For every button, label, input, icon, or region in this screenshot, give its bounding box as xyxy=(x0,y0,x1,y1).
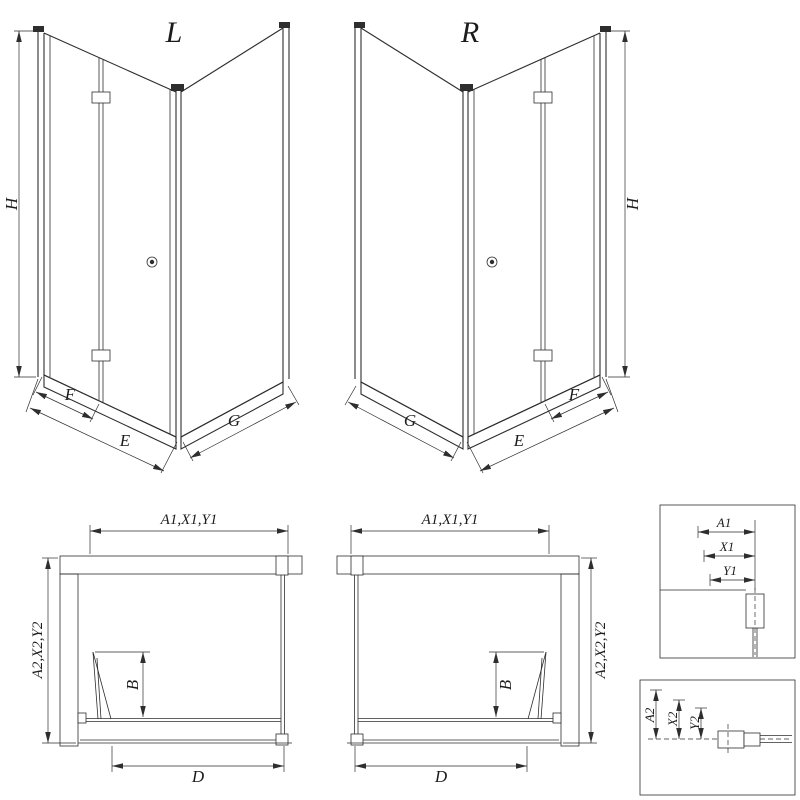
wall-top-hatch xyxy=(59,555,303,575)
shower-tray-side-right xyxy=(360,381,464,450)
variant-label-right: R xyxy=(460,16,479,49)
dim-line-side-left xyxy=(189,401,297,459)
dimensions-iso-left xyxy=(14,30,300,474)
folded-door-leaf xyxy=(540,651,547,720)
wall-side-hatch xyxy=(560,573,580,747)
dim-label-depth-chain-right: A2,X2,Y2 xyxy=(593,621,609,679)
detail-box-frame xyxy=(639,679,796,796)
profile-cap-icon xyxy=(33,26,44,32)
folding-door-left xyxy=(49,36,171,434)
shower-tray-side-left xyxy=(180,381,284,450)
folded-door-leaf xyxy=(96,657,102,720)
detail-width-dims xyxy=(697,520,756,590)
door-knob-center-icon xyxy=(149,259,155,265)
folded-door-leaf xyxy=(92,651,112,720)
profile-cap-icon xyxy=(354,22,365,28)
dim-label-a2: A2 xyxy=(642,707,657,723)
detail-depth-dims xyxy=(648,689,790,740)
enclosure-frame-right xyxy=(354,22,611,450)
iso-view-left: L H F E G xyxy=(2,16,300,474)
dim-line-front-total-right xyxy=(479,407,615,472)
dim-label-side-right: G xyxy=(404,411,416,430)
dim-label-width-chain-left: A1,X1,Y1 xyxy=(160,512,218,528)
folding-door-right xyxy=(473,36,595,434)
door-pivot-plan-icon xyxy=(552,712,562,724)
dim-label-front-total-left: E xyxy=(119,431,131,450)
dimensions-plan-left xyxy=(42,525,289,772)
plan-view-right: A1,X1,Y1 A2,X2,Y2 B D xyxy=(336,512,609,786)
corner-connector-plan-icon xyxy=(350,733,364,746)
variant-label-left: L xyxy=(165,16,183,49)
folded-door-leaf xyxy=(537,657,543,720)
plan-enclosure-right xyxy=(347,555,562,746)
hinge-top-icon xyxy=(91,91,111,104)
dim-label-fold-depth-left: B xyxy=(123,679,142,690)
folded-door-leaf xyxy=(527,651,547,720)
door-knob-icon xyxy=(486,256,498,268)
dim-label-entry-width-right: D xyxy=(434,767,448,786)
dim-label-width-chain-right: A1,X1,Y1 xyxy=(421,512,479,528)
folded-door-leaf xyxy=(92,651,99,720)
dim-label-front-fixed-left: F xyxy=(64,385,76,404)
wall-profile-section-horizontal xyxy=(717,724,792,755)
dim-label-fold-depth-right: B xyxy=(496,679,515,690)
hinge-bottom-icon xyxy=(533,349,553,362)
dim-label-x2: X2 xyxy=(665,711,680,727)
dim-label-a1: A1 xyxy=(716,515,731,530)
iso-view-right: R H F E G xyxy=(344,16,642,474)
wall-top-hatch xyxy=(336,555,580,575)
dim-label-side-left: G xyxy=(228,411,240,430)
dim-label-x1: X1 xyxy=(719,539,734,554)
dimensions-plan-right xyxy=(350,525,597,772)
door-knob-center-icon xyxy=(489,259,495,265)
dim-label-y1: Y1 xyxy=(723,563,737,578)
corner-post-cap-icon xyxy=(460,84,473,91)
dim-label-front-total-right: E xyxy=(513,431,525,450)
wall-profile-plan-icon xyxy=(350,555,364,576)
dim-line-front-total-left xyxy=(29,407,165,472)
dim-label-front-fixed-right: F xyxy=(568,385,580,404)
corner-connector-plan-icon xyxy=(275,733,289,746)
door-pivot-plan-icon xyxy=(77,712,87,724)
dim-label-height-right: H xyxy=(623,196,642,211)
detail-box-frame xyxy=(659,504,796,659)
dim-label-depth-chain-left: A2,X2,Y2 xyxy=(30,621,46,679)
plan-view-left: A1,X1,Y1 A2,X2,Y2 B D xyxy=(30,512,303,786)
dim-label-height-left: H xyxy=(2,196,21,211)
dimensions-iso-right xyxy=(344,30,630,474)
detail-width-adjustment: A1 X1 Y1 xyxy=(659,504,796,659)
detail-depth-adjustment: A2 X2 Y2 xyxy=(639,679,796,796)
dim-line-side-right xyxy=(347,401,455,459)
hinge-bottom-icon xyxy=(91,349,111,362)
wall-side-hatch xyxy=(59,573,79,747)
corner-post-cap-icon xyxy=(171,84,184,91)
wall-profile-plan-icon xyxy=(275,555,289,576)
dim-label-entry-width-left: D xyxy=(191,767,205,786)
profile-cap-icon xyxy=(279,22,290,28)
dim-label-y2: Y2 xyxy=(687,716,702,730)
wall-profile-section-vertical xyxy=(660,588,765,657)
profile-cap-icon xyxy=(600,26,611,32)
hinge-top-icon xyxy=(533,91,553,104)
plan-enclosure-left xyxy=(77,555,292,746)
door-knob-icon xyxy=(146,256,158,268)
